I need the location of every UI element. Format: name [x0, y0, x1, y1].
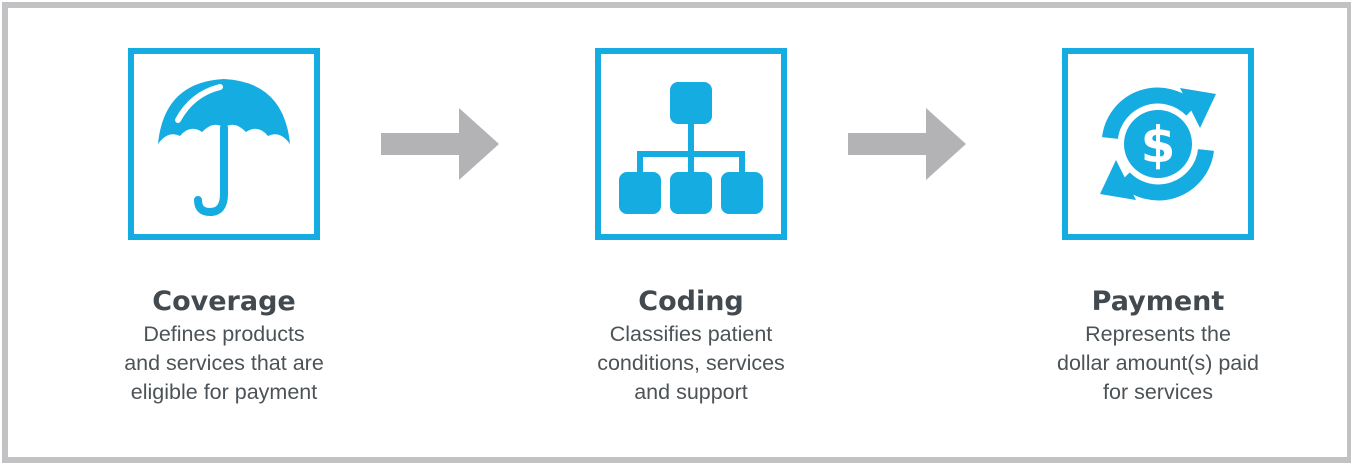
payment-label: Payment Represents the dollar amount(s) … — [978, 285, 1338, 407]
svg-text:$: $ — [1141, 116, 1176, 174]
payment-description-line: for services — [1103, 380, 1213, 404]
coding-description-line: conditions, services — [597, 351, 785, 375]
coverage-label: Coverage Defines products and services t… — [44, 285, 404, 407]
coverage-icon-box — [128, 48, 320, 240]
coding-title: Coding — [638, 286, 744, 317]
coding-description-line: and support — [634, 380, 748, 404]
step-coverage: Coverage Defines products and services t… — [44, 8, 404, 457]
coverage-title: Coverage — [152, 286, 296, 317]
coding-description: Classifies patient conditions, services … — [511, 320, 871, 407]
payment-title: Payment — [1091, 286, 1225, 317]
coding-icon-box — [595, 48, 787, 240]
arrow-coding-to-payment — [848, 108, 966, 180]
dollar-cycle-icon: $ — [1100, 87, 1216, 201]
coverage-description: Defines products and services that are e… — [44, 320, 404, 407]
right-arrow-icon — [848, 108, 966, 180]
payment-description: Represents the dollar amount(s) paid for… — [978, 320, 1338, 407]
umbrella-icon — [158, 79, 290, 217]
coverage-description-line: and services that are — [124, 351, 324, 375]
coding-description-line: Classifies patient — [609, 322, 773, 346]
right-arrow-icon — [381, 108, 499, 180]
arrow-coverage-to-coding — [381, 108, 499, 180]
step-payment: $ Payment Represents the dollar amount(s… — [978, 8, 1338, 457]
payment-description-line: dollar amount(s) paid — [1057, 351, 1259, 375]
coding-label: Coding Classifies patient conditions, se… — [511, 285, 871, 407]
payment-icon-box: $ — [1062, 48, 1254, 240]
hierarchy-icon — [619, 82, 763, 214]
step-coding: Coding Classifies patient conditions, se… — [511, 8, 871, 457]
coverage-description-line: Defines products — [143, 322, 305, 346]
coverage-description-line: eligible for payment — [130, 380, 318, 404]
payment-description-line: Represents the — [1085, 322, 1231, 346]
